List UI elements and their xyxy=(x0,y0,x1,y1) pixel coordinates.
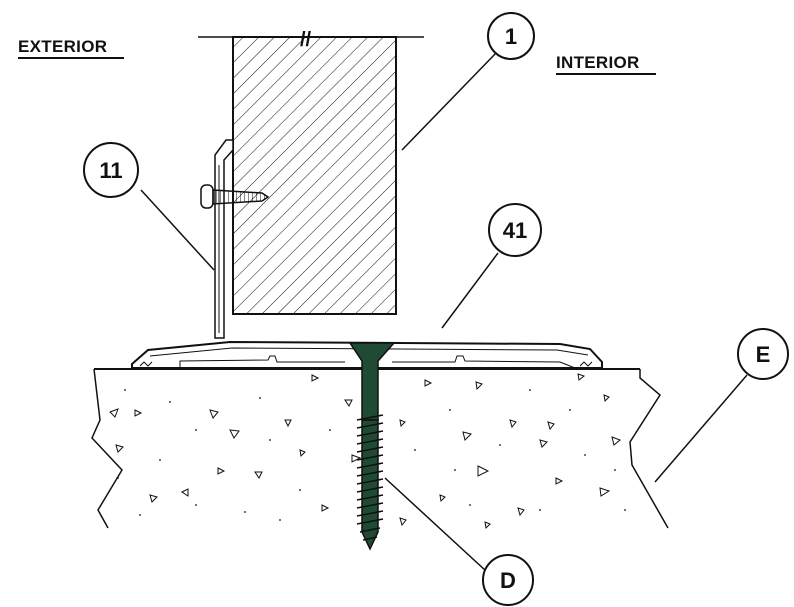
screw-threads xyxy=(356,414,384,541)
callout-circle xyxy=(487,12,535,60)
callout-circle xyxy=(488,203,542,257)
callout-circle xyxy=(83,142,139,198)
callout-door-label: 1 xyxy=(505,24,517,49)
seal-fixing-screw xyxy=(200,184,270,209)
callout-screw-label: D xyxy=(500,568,516,593)
callout-door-seal-label: 11 xyxy=(99,158,122,183)
concrete-aggregate xyxy=(109,373,621,530)
door-leaf: // xyxy=(198,29,424,315)
countersunk-screw xyxy=(348,342,396,551)
callout-floor: E xyxy=(737,328,789,380)
interior-label: INTERIOR xyxy=(556,53,640,72)
leader-floor xyxy=(654,374,748,483)
callout-door: 1 xyxy=(487,12,535,60)
callout-threshold-label: 41 xyxy=(503,218,527,243)
callout-floor-label: E xyxy=(756,342,771,367)
callout-circle xyxy=(737,328,789,380)
leader-threshold xyxy=(441,252,499,329)
leader-door-seal xyxy=(140,189,215,271)
interior-label-group: INTERIOR xyxy=(556,53,656,75)
door-leaf-section xyxy=(232,36,397,315)
concrete-speckle xyxy=(117,389,626,521)
callout-threshold: 41 xyxy=(488,203,542,257)
leader-screw xyxy=(384,477,487,572)
callout-door-seal: 11 xyxy=(83,142,139,198)
leader-door xyxy=(401,51,498,151)
leader-lines xyxy=(140,51,748,572)
exterior-label: EXTERIOR xyxy=(18,37,107,56)
callout-circle xyxy=(482,554,534,606)
door-seal-profile xyxy=(200,139,270,339)
exterior-label-group: EXTERIOR xyxy=(18,37,124,59)
callout-screw: D xyxy=(482,554,534,606)
